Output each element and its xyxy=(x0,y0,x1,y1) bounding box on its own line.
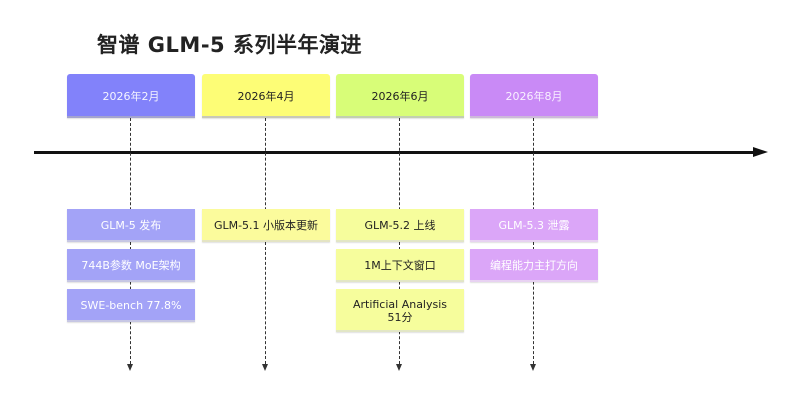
period-date-box: 2026年4月 xyxy=(202,74,330,118)
event-label: GLM-5.2 上线 xyxy=(364,219,436,232)
event-label: 编程能力主打方向 xyxy=(490,259,578,272)
event-box: SWE-bench 77.8% xyxy=(67,289,195,322)
event-box: GLM-5 发布 xyxy=(67,209,195,242)
arrow-down-icon xyxy=(127,364,133,371)
event-label: GLM-5.3 泄露 xyxy=(498,219,570,232)
timeline-period-jun: 2026年6月 GLM-5.2 上线 1M上下文窗口 Artificial An… xyxy=(336,0,464,405)
event-label: 744B参数 MoE架构 xyxy=(81,259,181,272)
arrow-down-icon xyxy=(262,364,268,371)
timeline-axis xyxy=(34,151,756,154)
arrow-down-icon xyxy=(396,364,402,371)
event-label: SWE-bench 77.8% xyxy=(80,299,182,312)
arrow-down-icon xyxy=(530,364,536,371)
timeline-period-apr: 2026年4月 GLM-5.1 小版本更新 xyxy=(202,0,330,405)
period-date-box: 2026年6月 xyxy=(336,74,464,118)
event-box: 1M上下文窗口 xyxy=(336,249,464,282)
event-box: GLM-5.1 小版本更新 xyxy=(202,209,330,242)
period-date-label: 2026年8月 xyxy=(505,90,563,103)
event-label: GLM-5 发布 xyxy=(100,219,162,232)
period-date-label: 2026年4月 xyxy=(237,90,295,103)
timeline-period-feb: 2026年2月 GLM-5 发布 744B参数 MoE架构 SWE-bench … xyxy=(67,0,195,405)
timeline-arrowhead-icon xyxy=(753,147,768,157)
event-label: 1M上下文窗口 xyxy=(364,259,436,272)
event-box: GLM-5.2 上线 xyxy=(336,209,464,242)
period-date-box: 2026年2月 xyxy=(67,74,195,118)
event-label: GLM-5.1 小版本更新 xyxy=(213,219,319,232)
period-date-label: 2026年2月 xyxy=(102,90,160,103)
chart-title: 智谱 GLM-5 系列半年演进 xyxy=(97,33,362,57)
event-box: Artificial Analysis 51分 xyxy=(336,289,464,332)
period-date-box: 2026年8月 xyxy=(470,74,598,118)
period-date-label: 2026年6月 xyxy=(371,90,429,103)
event-box: 744B参数 MoE架构 xyxy=(67,249,195,282)
timeline-period-aug: 2026年8月 GLM-5.3 泄露 编程能力主打方向 xyxy=(470,0,598,405)
event-box: GLM-5.3 泄露 xyxy=(470,209,598,242)
event-box: 编程能力主打方向 xyxy=(470,249,598,282)
event-label: Artificial Analysis 51分 xyxy=(352,297,448,324)
